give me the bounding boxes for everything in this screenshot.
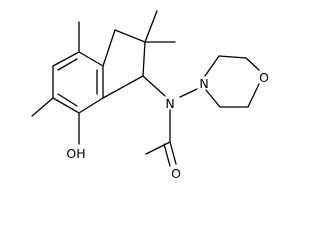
bond-n-n [179, 88, 198, 98]
methyl-bond-bottom-left [31, 97, 54, 117]
bond-cq-ch [142, 41, 146, 77]
bond-ch2-o-upper [245, 57, 260, 71]
double-bond-c4-c5 [57, 93, 78, 107]
cyclopentane-ring [102, 29, 146, 99]
bond-ch2-ch2-upper [218, 55, 247, 59]
bond-ch-c6 [102, 75, 144, 99]
atom-label-carbonyl-oxygen: O [171, 166, 181, 181]
methyl-bond-gem-a [144, 10, 158, 43]
bond-c2-c3 [52, 51, 80, 67]
double-bond-c2-c3 [57, 58, 78, 71]
bond-n-ch2-upper [204, 55, 220, 77]
bond-c4-c5 [52, 97, 80, 114]
bond-c1-c2 [78, 51, 104, 67]
bond-carbonyl-o-double [163, 143, 171, 167]
chemical-structure-diagram: N N O OH O [31, 10, 269, 181]
benzene-ring [52, 51, 104, 114]
bond-ch2-cq [114, 29, 146, 43]
bond-carbonyl-methyl [145, 141, 171, 155]
bond-ch2-n-lower [205, 89, 221, 108]
morpholine-ring [204, 55, 260, 108]
atom-label-hydroxyl: OH [66, 146, 85, 161]
atom-label-oxygen-morpholine: O [259, 70, 269, 85]
bond-carbonyl-o [169, 141, 177, 165]
bond-o-ch2-lower [247, 83, 260, 108]
atom-label-nitrogen-morpholine: N [199, 76, 208, 91]
bond-ch-n [142, 75, 166, 97]
bond-c1-ch2 [102, 29, 116, 67]
atom-label-nitrogen-hydrazide: N [165, 96, 174, 111]
bond-c5-c6 [78, 97, 104, 114]
